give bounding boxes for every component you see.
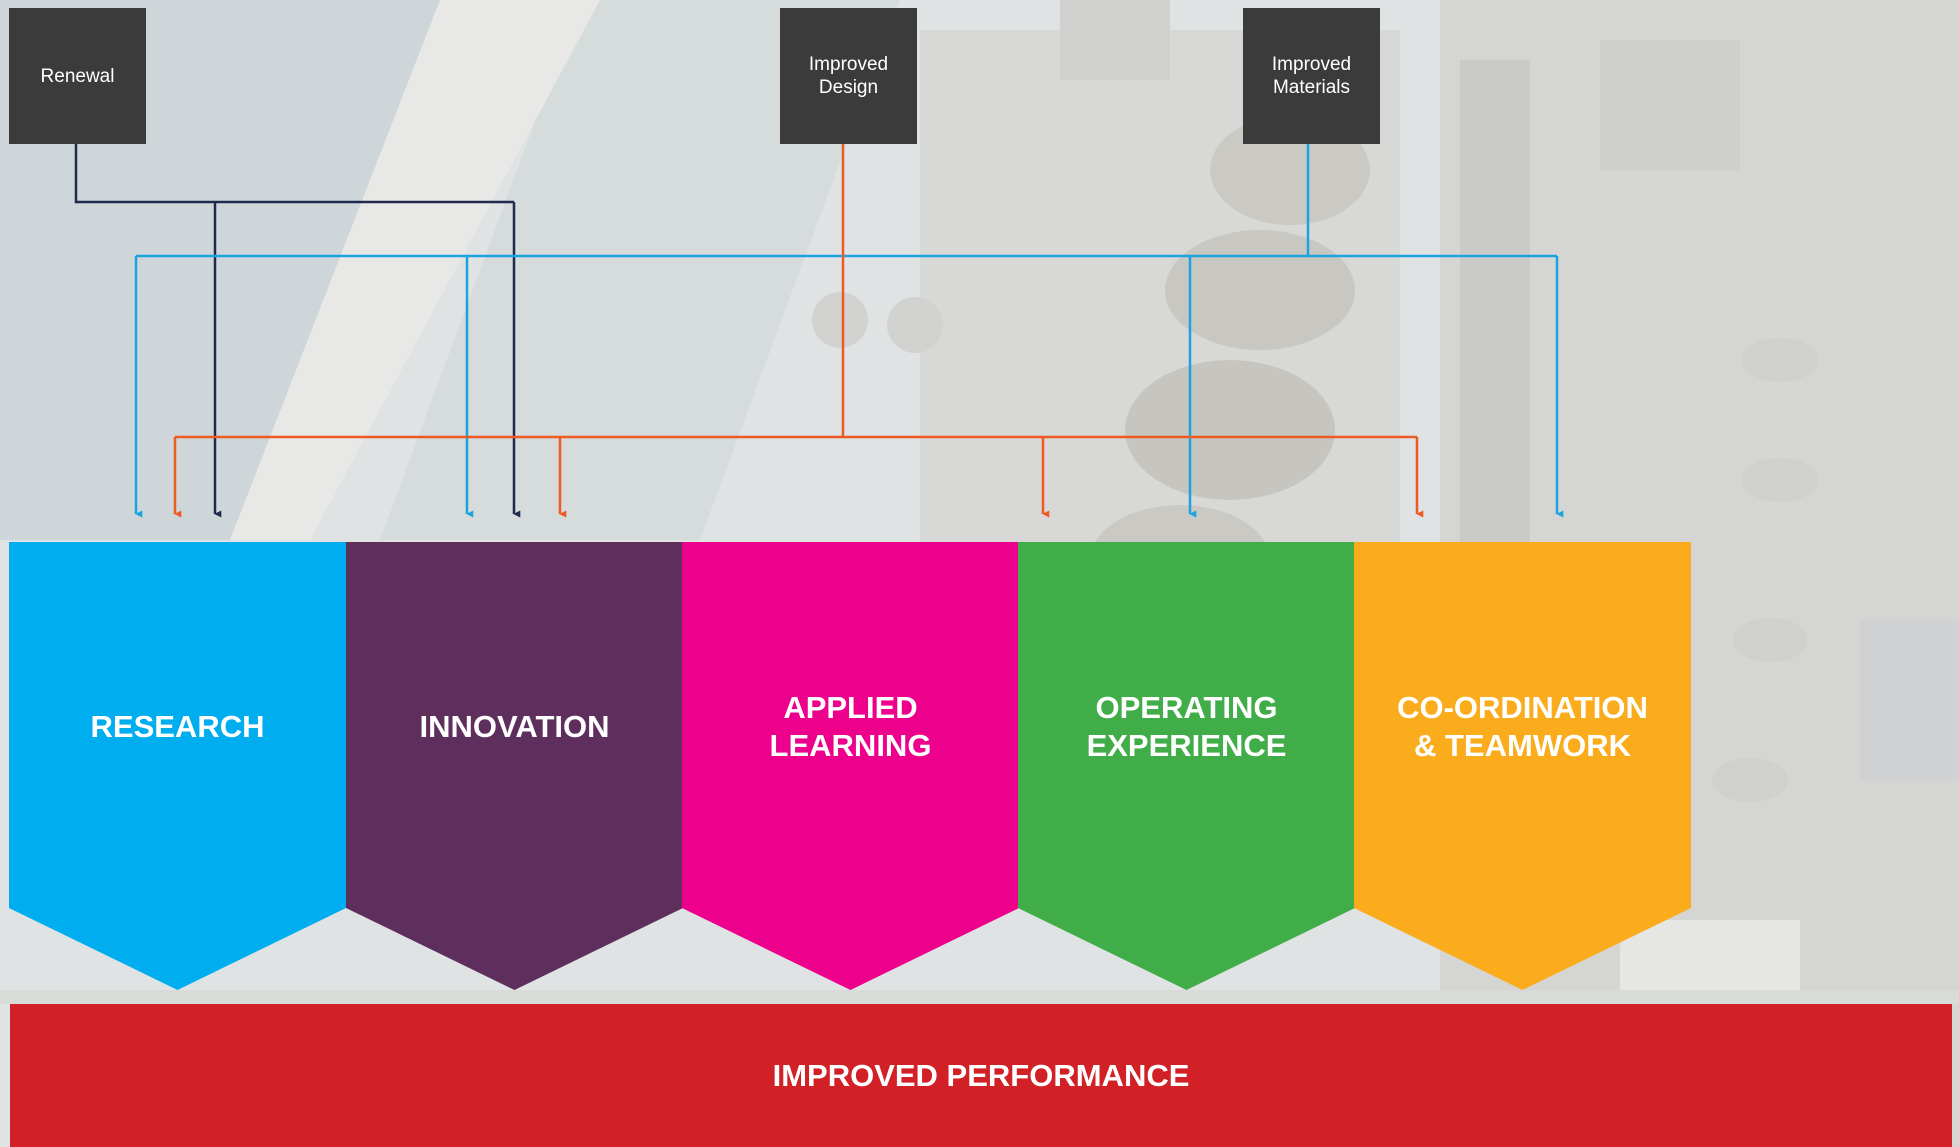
pillar-label-operating-experience: OPERATING EXPERIENCE	[1086, 690, 1287, 763]
source-label-renewal: Renewal	[40, 65, 115, 87]
pillar-coordination-teamwork: CO-ORDINATION & TEAMWORK	[1354, 542, 1691, 990]
improved-design-connectors	[173, 144, 1424, 518]
outcome-label: IMPROVED PERFORMANCE	[772, 1057, 1190, 1093]
pillar-label-coordination-teamwork: CO-ORDINATION & TEAMWORK	[1397, 690, 1648, 763]
pillar-applied-learning: APPLIED LEARNING	[682, 542, 1019, 990]
renewal-connectors	[74, 144, 521, 518]
pillar-innovation: INNOVATION	[346, 542, 683, 990]
source-box-renewal: Renewal	[9, 8, 146, 144]
source-label-improved-design: Improved Design	[808, 54, 889, 98]
pillar-label-research: RESEARCH	[90, 709, 265, 744]
source-box-improved-design: Improved Design	[780, 8, 917, 144]
pillar-label-applied-learning: APPLIED LEARNING	[769, 690, 932, 763]
outcome-bar: IMPROVED PERFORMANCE	[10, 1004, 1952, 1147]
improved-materials-connectors	[134, 144, 1564, 518]
renewal-trunk	[74, 144, 514, 204]
pillar-operating-experience: OPERATING EXPERIENCE	[1018, 542, 1355, 990]
pillar-research: RESEARCH	[9, 542, 346, 990]
source-label-improved-materials: Improved Materials	[1271, 54, 1352, 98]
pillar-label-innovation: INNOVATION	[419, 709, 610, 744]
source-box-improved-materials: Improved Materials	[1243, 8, 1380, 144]
